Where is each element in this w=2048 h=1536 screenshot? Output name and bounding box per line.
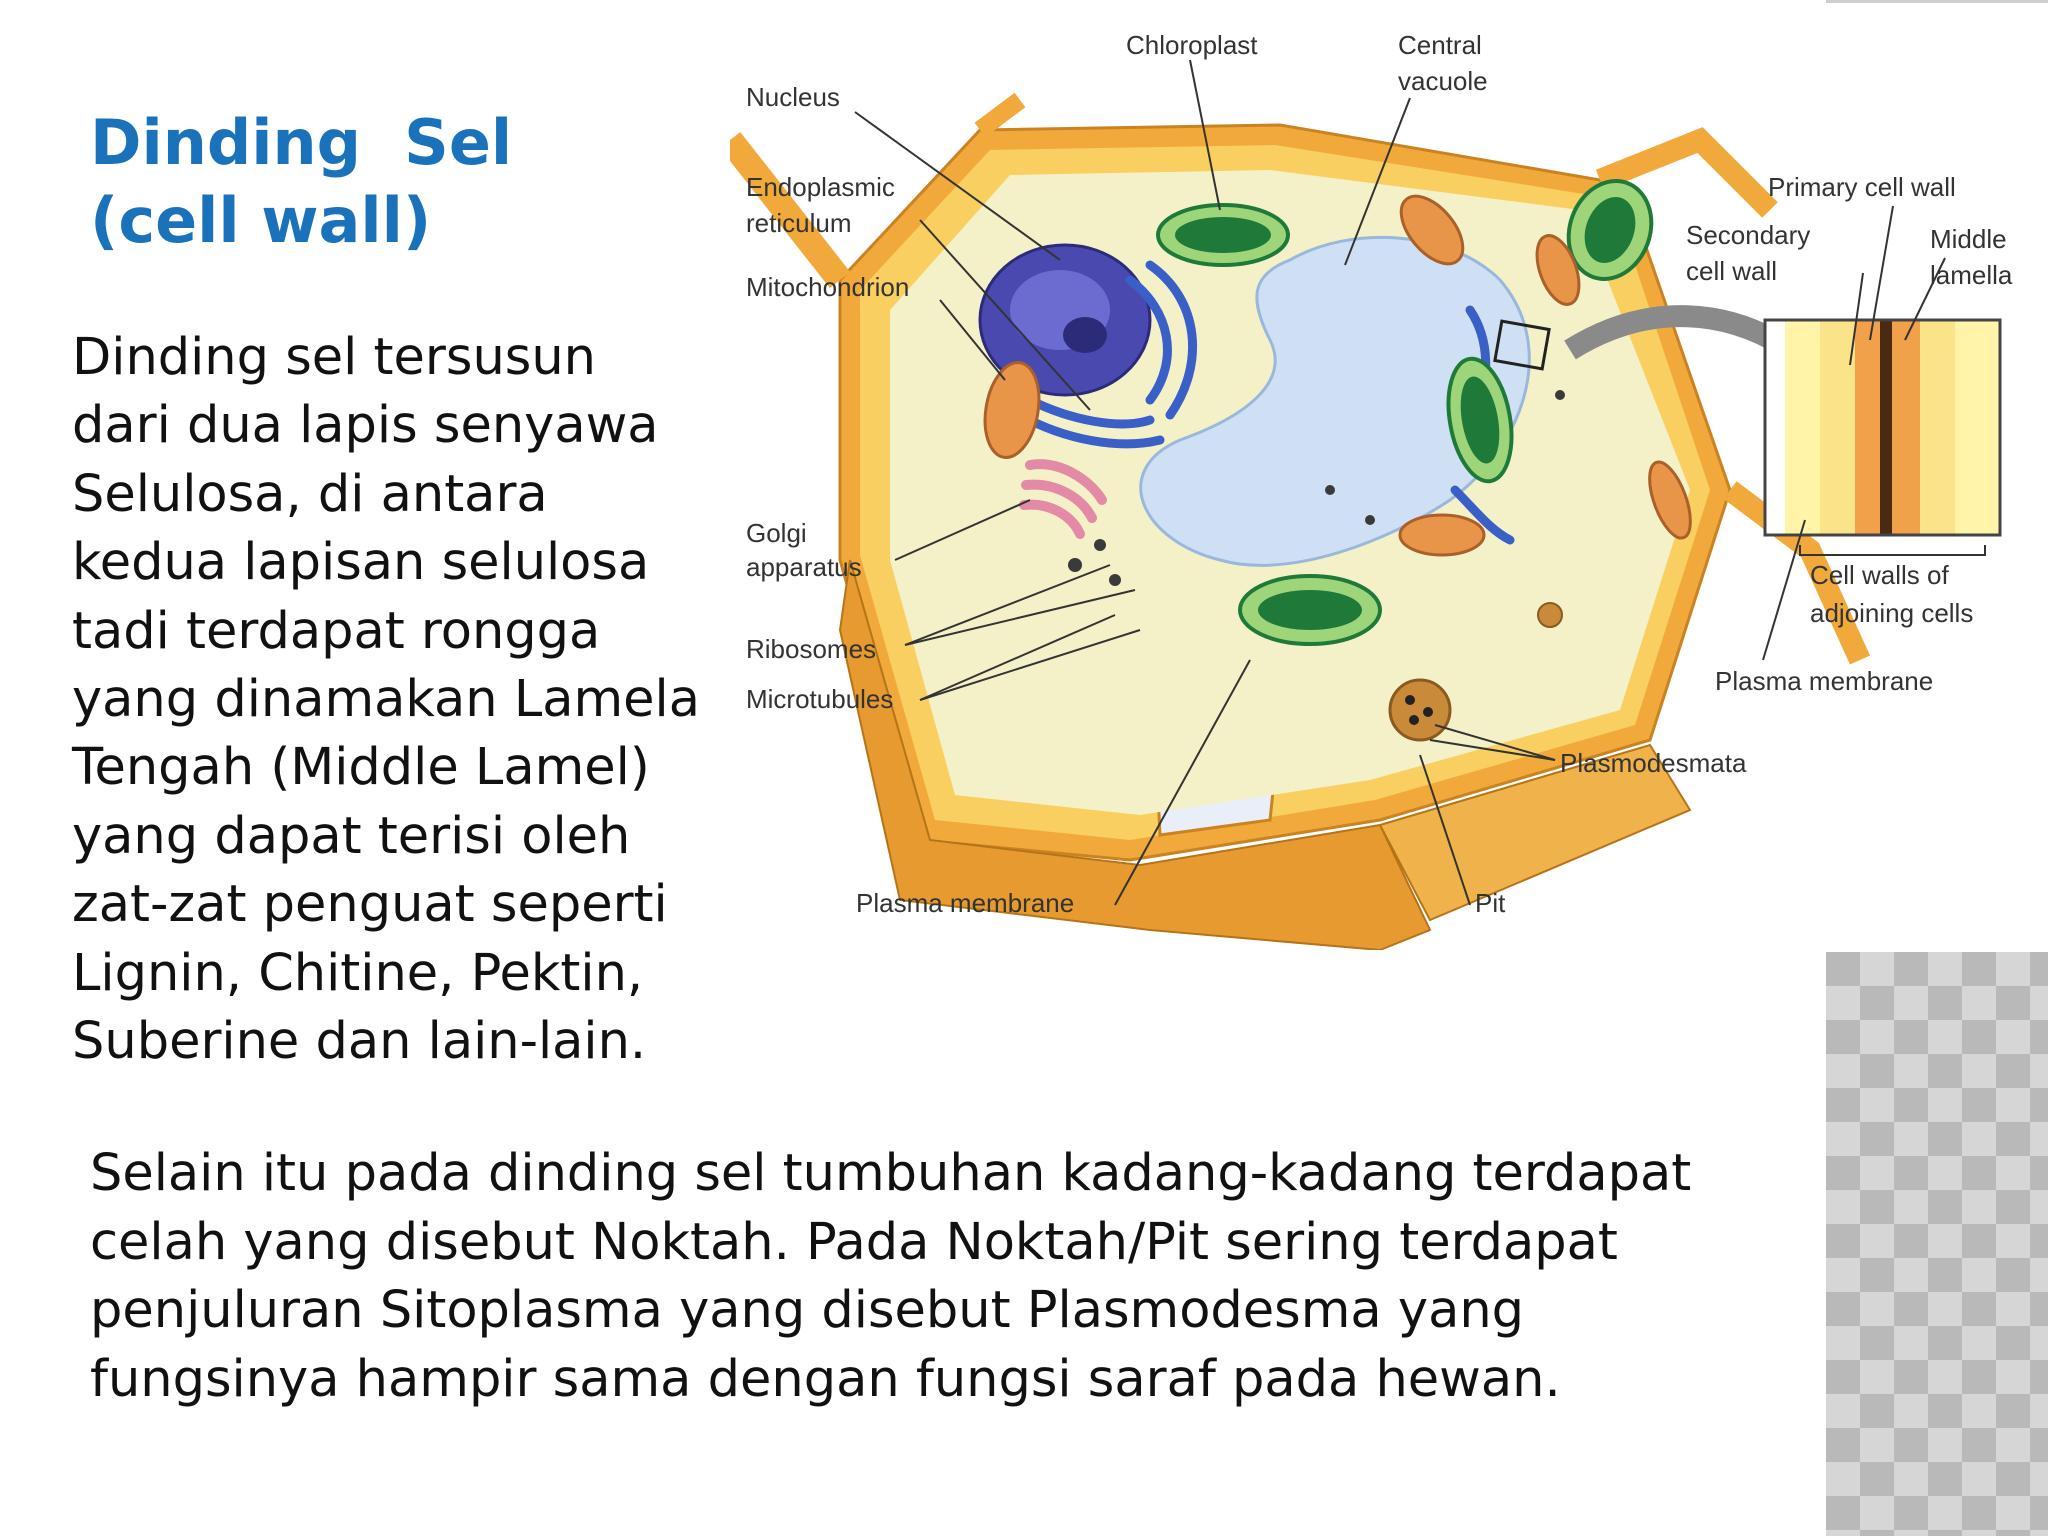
label-central-vacuole-2: vacuole xyxy=(1398,66,1488,96)
cell-wall-inset xyxy=(1763,318,2002,537)
nucleus xyxy=(978,243,1152,397)
label-pit: Pit xyxy=(1475,888,1506,918)
label-secondary-cell-wall-2: cell wall xyxy=(1686,256,1777,286)
decorative-pattern-strip xyxy=(1826,952,2048,1536)
label-golgi-2: apparatus xyxy=(746,552,862,582)
label-cell-walls-adjoining-2: adjoining cells xyxy=(1810,598,1973,628)
label-plasma-membrane-right: Plasma membrane xyxy=(1715,666,1933,696)
label-central-vacuole-1: Central xyxy=(1398,30,1482,60)
label-er-2: reticulum xyxy=(746,208,851,238)
label-primary-cell-wall: Primary cell wall xyxy=(1768,172,1956,202)
leader-lines xyxy=(854,59,1986,906)
title-line-2: (cell wall) xyxy=(90,184,432,257)
title-line-1: Dinding Sel xyxy=(90,106,513,179)
label-er-1: Endoplasmic xyxy=(746,172,895,202)
top-right-accent-line xyxy=(1826,0,2048,3)
slide-title: Dinding Sel (cell wall) xyxy=(90,104,512,260)
label-middle-lamella-2: lamella xyxy=(1930,260,2013,290)
diagram-labels: Chloroplast Central vacuole Nucleus Endo… xyxy=(746,30,2013,918)
golgi-apparatus xyxy=(1019,459,1107,539)
label-middle-lamella-1: Middle xyxy=(1930,224,2007,254)
label-cell-walls-adjoining-1: Cell walls of xyxy=(1810,560,1949,590)
ribosomes xyxy=(1068,390,1565,586)
mitochondria xyxy=(983,194,1692,557)
label-plasmodesmata: Plasmodesmata xyxy=(1560,748,1747,778)
label-microtubules: Microtubules xyxy=(746,684,893,714)
endoplasmic-reticulum xyxy=(1015,260,1515,545)
pit-plasmodesma-description: Selain itu pada dinding sel tumbuhan kad… xyxy=(90,1144,1692,1409)
label-ribosomes: Ribosomes xyxy=(746,634,876,664)
label-secondary-cell-wall-1: Secondary xyxy=(1686,220,1810,250)
inset-marker xyxy=(1493,319,1551,371)
label-plasma-membrane-bottom: Plasma membrane xyxy=(856,888,1074,918)
label-chloroplast: Chloroplast xyxy=(1126,30,1258,60)
label-mitochondrion: Mitochondrion xyxy=(746,272,909,302)
chloroplasts xyxy=(1156,179,1654,646)
label-golgi-1: Golgi xyxy=(746,518,807,548)
plant-cell-diagram: Chloroplast Central vacuole Nucleus Endo… xyxy=(730,30,2013,950)
cell-wall-description: Dinding sel tersusun dari dua lapis seny… xyxy=(72,328,700,1072)
label-nucleus: Nucleus xyxy=(746,82,840,112)
central-vacuole xyxy=(1139,235,1531,567)
